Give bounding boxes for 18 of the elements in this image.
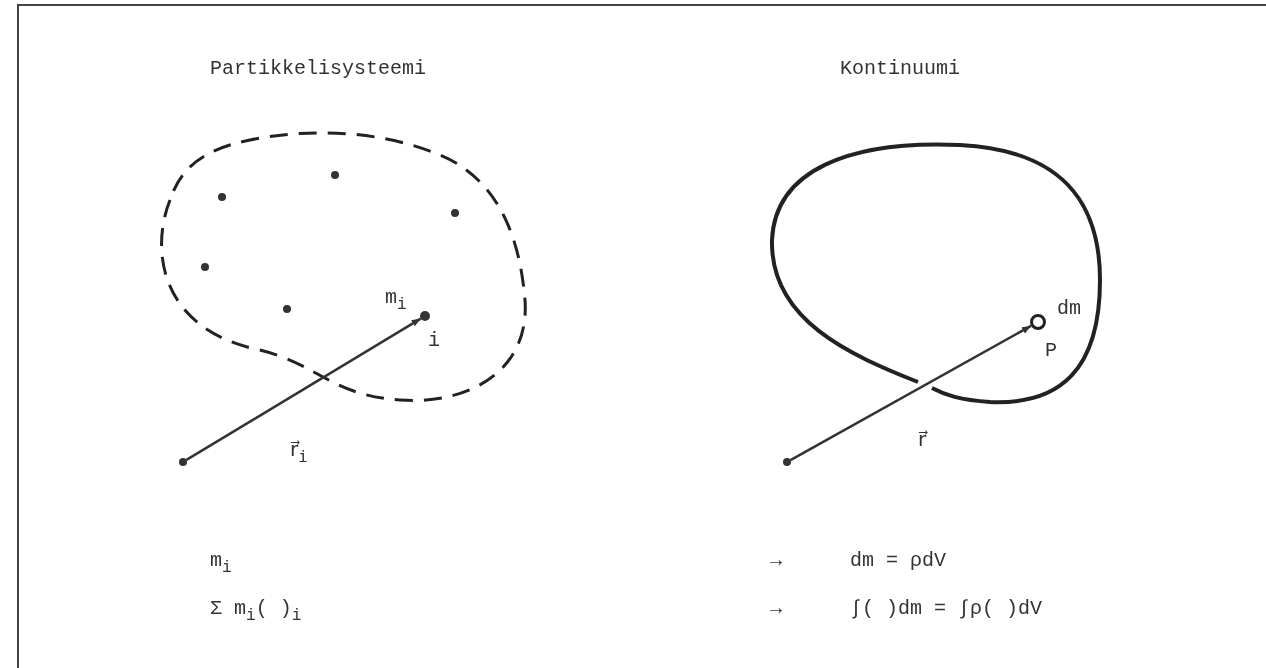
arrow-sign: → (770, 598, 782, 620)
formula: ∫( )dm = ∫ρ( )dV (850, 598, 1043, 620)
arrow-sign: → (770, 550, 782, 572)
position-vector-arrow (185, 317, 422, 461)
mass-label: dm (1057, 298, 1081, 320)
heading: Partikkelisysteemi (210, 58, 427, 80)
formula: dm = ρdV (850, 550, 946, 572)
origin-point (179, 458, 187, 466)
mass-label: m$_{i}$ (385, 287, 407, 315)
formula: Σ m$_{i}$( )$_{i}$ (210, 598, 302, 626)
position-vector-arrow (789, 324, 1032, 462)
heading: Kontinuumi (840, 58, 961, 80)
index-label: i (428, 330, 440, 352)
point-label: P (1045, 340, 1057, 362)
mass-element-circle (1030, 314, 1046, 330)
origin-point (783, 458, 791, 466)
particle-point (420, 311, 430, 321)
formula: m$_{i}$ (210, 550, 232, 578)
